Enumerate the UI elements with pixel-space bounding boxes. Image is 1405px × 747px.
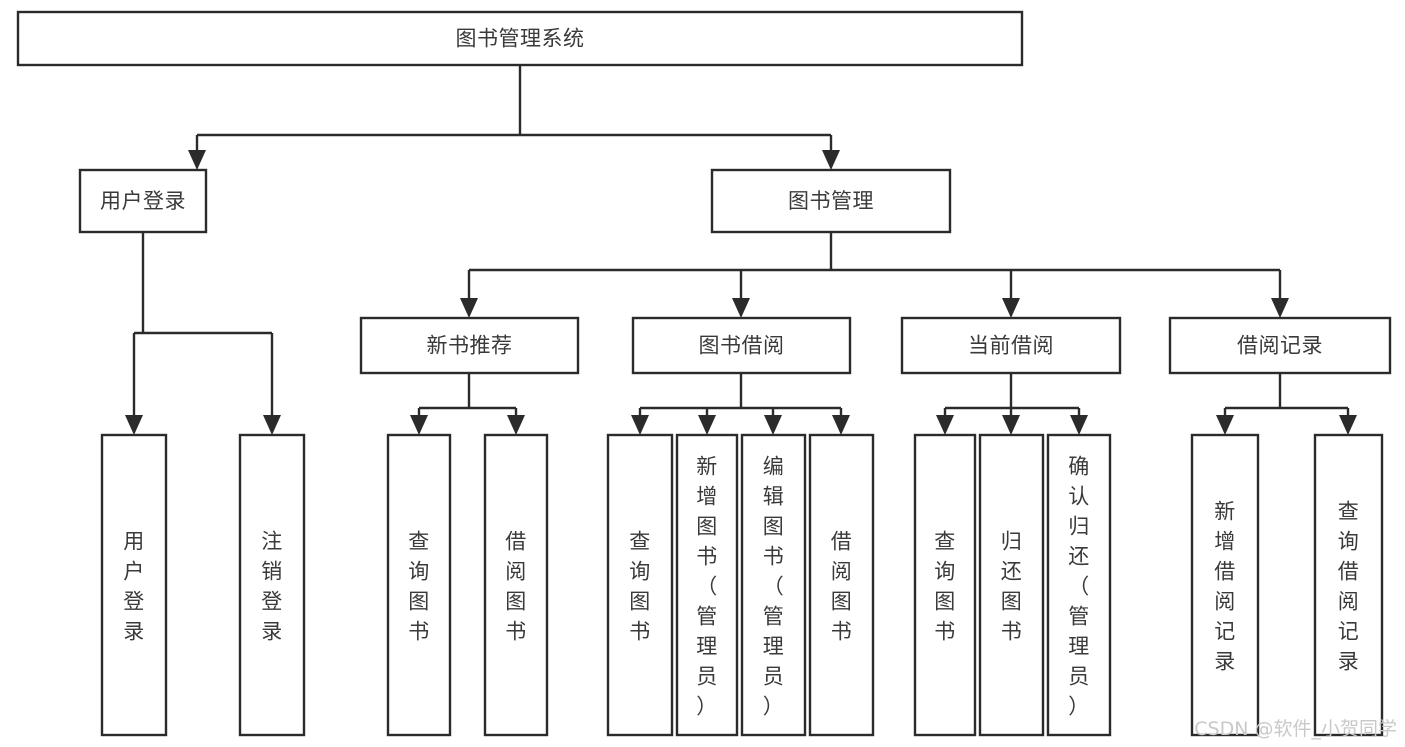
- node-box-outline: [606, 433, 674, 737]
- node-label: 查询图书: [934, 529, 956, 643]
- node-label: 新书推荐: [427, 334, 513, 358]
- node-label: 查询图书: [629, 529, 651, 643]
- node-box-outline: [16, 10, 1024, 67]
- arrow-head-icon: [822, 150, 840, 170]
- node-level3-2[interactable]: 当前借阅: [900, 316, 1122, 375]
- node-label: 借阅图书: [505, 529, 527, 643]
- node-leaf-7[interactable]: 借阅图书: [808, 433, 875, 737]
- node-box-outline: [483, 433, 549, 737]
- node-root-system[interactable]: 图书管理系统: [16, 10, 1024, 67]
- node-box-outline: [78, 168, 208, 234]
- node-box-outline: [386, 433, 452, 737]
- node-label: 用户登录: [123, 529, 145, 643]
- arrow-head-icon: [460, 298, 478, 318]
- node-leaf-0[interactable]: 用户登录: [100, 433, 168, 737]
- node-box-outline: [978, 433, 1045, 737]
- node-box-outline: [1190, 433, 1260, 737]
- node-label: 注销登录: [261, 529, 283, 643]
- arrow-head-icon: [125, 415, 143, 435]
- node-label: 当前借阅: [968, 334, 1054, 358]
- node-box-outline: [808, 433, 875, 737]
- arrow-head-icon: [507, 415, 525, 435]
- arrow-head-icon: [698, 415, 716, 435]
- node-leaf-11[interactable]: 新增借阅记录: [1190, 433, 1260, 737]
- node-label: 图书管理: [788, 189, 874, 213]
- node-leaf-3[interactable]: 借阅图书: [483, 433, 549, 737]
- node-leaf-9[interactable]: 归还图书: [978, 433, 1045, 737]
- node-box-outline: [1046, 433, 1112, 737]
- node-box-outline: [1313, 433, 1384, 737]
- node-label: 查询图书: [408, 529, 430, 643]
- node-box-outline: [710, 168, 952, 234]
- node-label: 图书借阅: [699, 334, 785, 358]
- arrow-head-icon: [1339, 415, 1357, 435]
- node-label: 图书管理系统: [456, 27, 585, 51]
- node-label: 查询借阅记录: [1338, 499, 1360, 673]
- node-box-outline: [238, 433, 306, 737]
- node-leaf-2[interactable]: 查询图书: [386, 433, 452, 737]
- node-box-outline: [675, 433, 739, 737]
- node-box-outline: [913, 433, 977, 737]
- arrow-head-icon: [1216, 415, 1234, 435]
- node-leaf-10[interactable]: 确认归还（管理员）: [1046, 433, 1112, 737]
- node-label: 新增图书（管理员）: [696, 454, 718, 718]
- node-box-outline: [1168, 316, 1392, 375]
- node-leaf-1[interactable]: 注销登录: [238, 433, 306, 737]
- arrow-head-icon: [188, 150, 206, 170]
- arrow-head-icon: [936, 415, 954, 435]
- arrow-head-icon: [631, 415, 649, 435]
- arrow-head-icon: [832, 415, 850, 435]
- node-leaf-4[interactable]: 查询图书: [606, 433, 674, 737]
- node-label: 确认归还（管理员）: [1068, 454, 1090, 718]
- node-box-outline: [631, 316, 852, 375]
- node-boxes: 图书管理系统用户登录图书管理新书推荐图书借阅当前借阅借阅记录用户登录注销登录查询…: [16, 10, 1392, 737]
- node-box-outline: [100, 433, 168, 737]
- node-label: 借阅图书: [831, 529, 853, 643]
- node-box-outline: [359, 316, 580, 375]
- node-label: 归还图书: [1001, 529, 1023, 643]
- node-label: 用户登录: [100, 189, 186, 213]
- arrow-head-icon: [263, 415, 281, 435]
- arrow-head-icon: [1002, 298, 1020, 318]
- node-label: 借阅记录: [1237, 334, 1323, 358]
- node-level3-0[interactable]: 新书推荐: [359, 316, 580, 375]
- node-leaf-6[interactable]: 编辑图书（管理员）: [740, 433, 807, 737]
- node-box-outline: [900, 316, 1122, 375]
- csdn-watermark: CSDN @软件_小贺同学: [1194, 718, 1397, 740]
- node-leaf-5[interactable]: 新增图书（管理员）: [675, 433, 739, 737]
- node-leaf-12[interactable]: 查询借阅记录: [1313, 433, 1384, 737]
- arrow-head-icon: [1002, 415, 1020, 435]
- arrow-head-icon: [732, 298, 750, 318]
- arrow-head-icon: [1271, 298, 1289, 318]
- connector-edges: [125, 65, 1357, 435]
- node-box-outline: [740, 433, 807, 737]
- node-label: 新增借阅记录: [1214, 499, 1236, 673]
- node-leaf-8[interactable]: 查询图书: [913, 433, 977, 737]
- arrow-head-icon: [410, 415, 428, 435]
- arrow-head-icon: [1070, 415, 1088, 435]
- node-level2-0[interactable]: 用户登录: [78, 168, 208, 234]
- node-level3-1[interactable]: 图书借阅: [631, 316, 852, 375]
- node-level2-1[interactable]: 图书管理: [710, 168, 952, 234]
- node-label: 编辑图书（管理员）: [763, 454, 785, 718]
- node-level3-3[interactable]: 借阅记录: [1168, 316, 1392, 375]
- arrow-head-icon: [764, 415, 782, 435]
